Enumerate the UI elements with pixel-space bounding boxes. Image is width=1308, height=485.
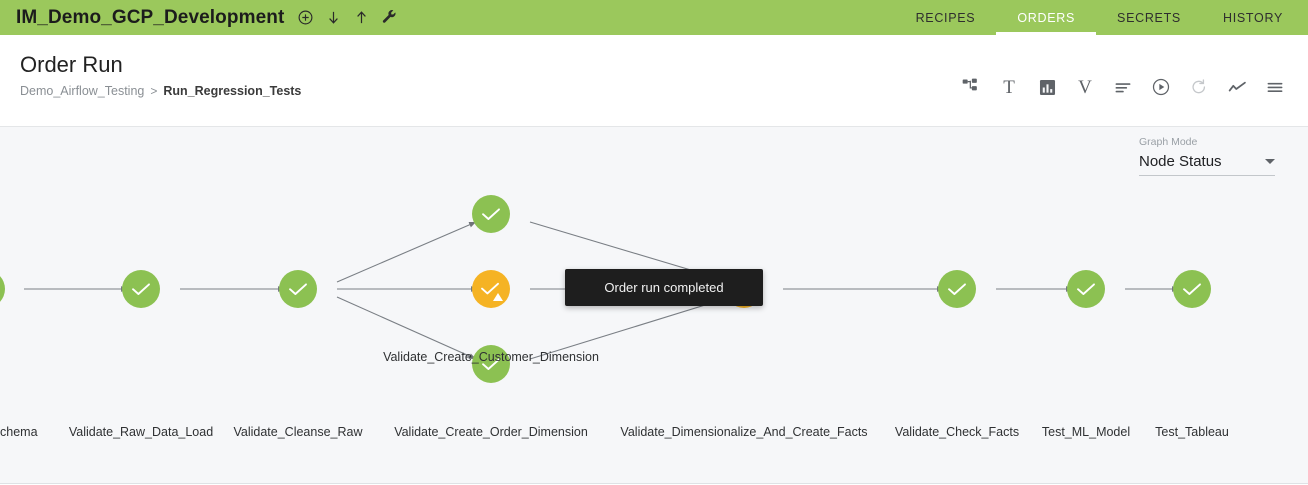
toast-notification: Order run completed xyxy=(565,269,763,306)
add-circle-icon[interactable] xyxy=(297,9,314,26)
app-bar: IM_Demo_GCP_Development RECIPES ORDERS S… xyxy=(0,0,1308,35)
breadcrumb-separator: > xyxy=(150,84,158,99)
list-lines-icon[interactable] xyxy=(1104,67,1142,107)
refresh-icon xyxy=(1180,67,1218,107)
tab-recipes[interactable]: RECIPES xyxy=(915,10,976,25)
graph-node-validate-create-customer-dimension[interactable] xyxy=(472,195,510,233)
header-toolbar: T V xyxy=(952,35,1308,127)
primary-nav-tabs: RECIPES ORDERS SECRETS HISTORY xyxy=(895,0,1308,35)
graph-canvas[interactable]: Order run completed Graph Mode Node Stat… xyxy=(0,127,1308,484)
tab-orders[interactable]: ORDERS xyxy=(996,0,1096,35)
upload-arrow-icon[interactable] xyxy=(353,9,370,26)
text-icon[interactable]: T xyxy=(990,67,1028,107)
app-title: IM_Demo_GCP_Development xyxy=(16,6,285,28)
text-icon-glyph: T xyxy=(1003,76,1015,98)
breadcrumb-parent[interactable]: Demo_Airflow_Testing xyxy=(20,84,145,99)
breadcrumb: Demo_Airflow_Testing > Run_Regression_Te… xyxy=(20,84,301,98)
page-title: Order Run xyxy=(20,52,123,77)
page-header: Order Run Demo_Airflow_Testing > Run_Reg… xyxy=(0,35,1308,127)
graph-mode-value: Node Status xyxy=(1139,152,1222,170)
graph-mode-field[interactable]: Node Status xyxy=(1139,153,1275,176)
graph-mode-label: Graph Mode xyxy=(1139,136,1198,148)
app-bar-icon-group xyxy=(297,9,398,26)
graph-node-validate-cleanse-raw[interactable] xyxy=(279,270,317,308)
check-icon xyxy=(482,208,500,220)
graph-node-validate-check-facts[interactable] xyxy=(938,270,976,308)
variable-v-glyph: V xyxy=(1078,76,1092,98)
hamburger-menu-icon[interactable] xyxy=(1256,67,1294,107)
page-header-left: Order Run Demo_Airflow_Testing > Run_Reg… xyxy=(0,35,301,98)
bar-chart-icon[interactable] xyxy=(1028,67,1066,107)
check-icon xyxy=(481,282,499,295)
check-icon xyxy=(948,283,966,295)
variable-v-icon[interactable]: V xyxy=(1066,67,1104,107)
play-circle-icon[interactable] xyxy=(1142,67,1180,107)
hierarchy-icon[interactable] xyxy=(952,67,990,107)
tab-secrets[interactable]: SECRETS xyxy=(1117,10,1181,25)
chevron-down-icon[interactable] xyxy=(1265,158,1275,164)
graph-node-validate-raw-data-load[interactable] xyxy=(122,270,160,308)
breadcrumb-current: Run_Regression_Tests xyxy=(163,84,302,99)
warning-triangle-icon xyxy=(493,293,503,301)
download-arrow-icon[interactable] xyxy=(325,9,342,26)
check-icon xyxy=(132,283,150,295)
graph-node-validate-create-order-dimension[interactable] xyxy=(472,270,510,308)
wrench-icon[interactable] xyxy=(381,9,398,26)
check-icon xyxy=(1183,283,1201,295)
graph-node-test-tableau[interactable] xyxy=(1173,270,1211,308)
check-icon xyxy=(1077,283,1095,295)
check-icon xyxy=(482,358,500,370)
check-icon xyxy=(289,283,307,295)
graph-mode-select[interactable]: Graph Mode Node Status xyxy=(1139,137,1275,176)
graph-node-test-ml-model[interactable] xyxy=(1067,270,1105,308)
graph-node-schema[interactable] xyxy=(0,270,5,308)
graph-node-validate-create-product-dimension[interactable] xyxy=(472,345,510,383)
trend-line-icon[interactable] xyxy=(1218,67,1256,107)
tab-history[interactable]: HISTORY xyxy=(1222,10,1283,25)
